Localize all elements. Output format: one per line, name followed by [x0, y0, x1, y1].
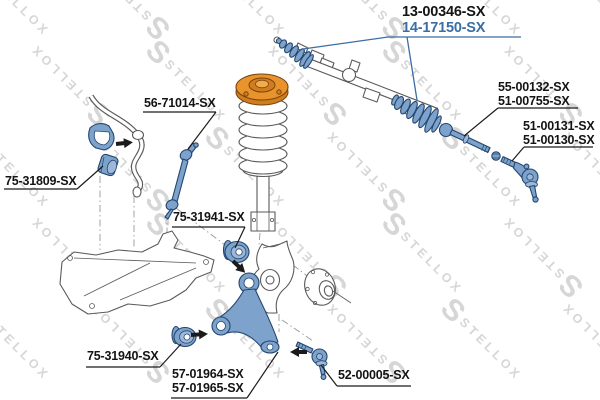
control-arm — [211, 272, 280, 354]
callout-inner-tie-rod: 55-00132-SX 51-00755-SX — [498, 80, 570, 108]
part-number: 51-00755-SX — [498, 94, 570, 108]
part-number: 56-71014-SX — [144, 96, 216, 110]
callout-tie-rod-end: 51-00131-SX 51-00130-SX — [523, 119, 595, 147]
lock-nut — [491, 151, 501, 161]
stabilizer-link — [164, 142, 199, 220]
direction-arrow — [290, 347, 307, 357]
part-number: 55-00132-SX — [498, 80, 570, 94]
part-number: 13-00346-SX — [402, 4, 486, 20]
callout-stabilizer-link: 56-71014-SX — [144, 96, 216, 110]
rack-bellows-right — [391, 94, 442, 133]
direction-arrow — [190, 329, 208, 340]
callout-arm-front-bushing: 75-31940-SX — [87, 349, 159, 363]
callout-control-arm: 57-01964-SX 57-01965-SX — [172, 367, 244, 395]
strut-mount — [235, 73, 289, 106]
coil-spring — [238, 97, 288, 178]
callout-lines — [4, 36, 593, 399]
arm-front-bushing — [171, 325, 197, 348]
part-number: 52-00005-SX — [338, 368, 410, 382]
callout-stabilizer-bushing: 75-31809-SX — [5, 174, 77, 188]
callout-bellows-kit: 13-00346-SX 14-17150-SX — [402, 4, 485, 36]
part-number: 51-00130-SX — [523, 133, 595, 147]
part-number: 75-31940-SX — [87, 349, 159, 363]
strut-assembly — [235, 73, 289, 232]
stabilizer-bar — [88, 94, 145, 198]
ball-joint — [295, 341, 328, 380]
part-number: 57-01964-SX — [172, 367, 244, 381]
inner-tie-rod — [438, 122, 491, 154]
tie-rod-end — [500, 156, 539, 203]
arm-rear-bushing — [222, 239, 250, 264]
part-number: 57-01965-SX — [172, 381, 244, 395]
subframe — [59, 230, 215, 315]
direction-arrow — [231, 259, 246, 273]
callout-arm-rear-bushing: 75-31941-SX — [173, 210, 245, 224]
direction-arrow — [115, 138, 133, 149]
part-number: 75-31941-SX — [173, 210, 245, 224]
part-number: 75-31809-SX — [5, 174, 77, 188]
stabilizer-bushing — [97, 153, 119, 177]
assembly-arrows — [115, 138, 307, 357]
part-number-link[interactable]: 14-17150-SX — [402, 20, 486, 36]
callout-ball-joint: 52-00005-SX — [338, 368, 410, 382]
wheel-hub — [304, 268, 352, 306]
part-number: 51-00131-SX — [523, 119, 595, 133]
rack-bellows-left — [275, 37, 314, 69]
stabilizer-bracket — [88, 123, 115, 151]
